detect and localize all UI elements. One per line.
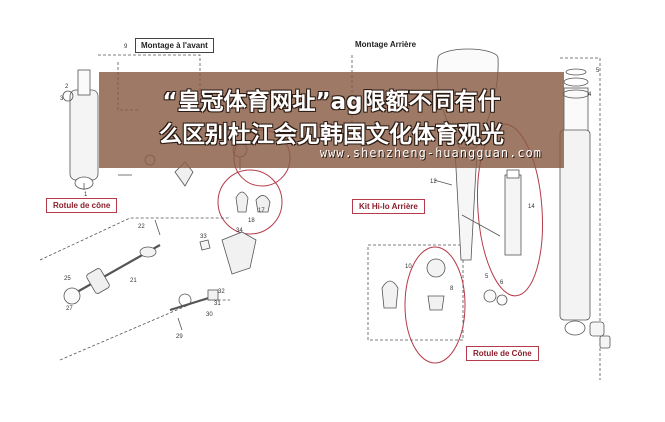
rear-shock-top [563,87,589,133]
ball-joint-b [255,195,271,213]
front-assembly [39,54,291,361]
red-highlight-rear-ball [404,246,466,364]
part-num-30: 30 [206,312,213,318]
rear-dashed-box [367,244,464,341]
rear-dashed-frame-right [560,57,601,380]
bolt-long [169,295,216,311]
part-num-34: 34 [236,228,243,234]
front-mounting-title: Montage à l'avant [135,38,214,53]
part-num-32: 32 [218,289,225,295]
bolt-nut [207,289,219,301]
rear-num-14: 14 [528,204,535,210]
rear-tube-12 [454,149,478,261]
banner-line-2: 么区别杜江会见韩国文化体育观光 [159,122,504,148]
rear-num-5: 5 [596,68,600,74]
rear-ball-10 [426,258,446,278]
part-num-22: 22 [138,224,145,230]
leader-rotule [154,219,161,236]
kit-hilo-label: Kit Hi-lo Arrière [352,199,425,214]
part-number-labels: 1 9 2 3 17 18 22 21 25 27 29 30 31 32 33… [60,44,600,340]
rear-mounting-title: Montage Arrière [355,40,417,49]
leader-29 [177,317,183,331]
rear-num-6: 6 [500,280,504,286]
leader-kit [461,214,501,237]
rear-num-5b: 5 [485,274,489,280]
kit-hilo-tube [504,174,522,256]
part-num-27: 27 [66,306,73,312]
banner-url: www.shenzheng-huangguan.com [319,146,542,160]
rear-nut-5 [483,289,497,303]
rotule-cone-label-right: Rotule de Cône [466,346,539,361]
rear-bush-1 [589,321,605,337]
part-num-9: 9 [124,44,128,50]
part-num-25: 25 [64,276,71,282]
rear-num-4: 4 [588,92,592,98]
rear-ball-stud [381,280,399,309]
part-num-29: 29 [176,334,183,340]
kit-hilo-cap [506,169,520,179]
rear-socket [427,295,445,311]
red-highlight-circle-ball [217,169,283,235]
part-num-1: 1 [84,192,88,198]
front-dashed-frame-3 [39,217,230,261]
banner-line-1: “皇冠体育网址”ag限额不同有什 [162,89,501,115]
rod-end-2 [139,246,157,258]
part-num-17: 17 [258,208,265,214]
front-dashed-frame-4 [59,299,230,361]
rotule-cone-label-left: Rotule de cône [46,198,118,213]
rod-sleeve [86,268,110,294]
rear-washer-2 [563,77,589,87]
front-washer [62,90,74,102]
part-num-18: 18 [248,218,255,224]
front-shock-rod [77,69,91,96]
front-shock-body [69,89,99,181]
part-num-21: 21 [130,278,137,284]
bolt-washer [178,293,192,307]
part-num-3: 3 [60,96,64,102]
front-dashed-frame-2 [98,54,201,95]
leader-12 [433,179,453,186]
ball-joint-a [235,191,249,213]
part-num-2: 2 [65,84,69,90]
clip-33 [199,239,211,251]
part-num-31: 31 [214,301,221,307]
rear-shock-body [559,129,591,321]
watermark-banner: “皇冠体育网址”ag限额不同有什 么区别杜江会见韩国文化体育观光 www.she… [99,72,564,168]
rod-end [63,287,81,305]
rear-num-8: 8 [450,286,454,292]
rear-washer-1 [565,68,587,76]
rear-num-10: 10 [405,264,412,270]
part-num-33: 33 [200,234,207,240]
bracket-34 [221,231,257,275]
rear-nut-6 [496,294,508,306]
rear-bush-2 [599,335,611,349]
rear-shock-eye [564,320,586,336]
rear-num-12: 12 [430,179,437,185]
